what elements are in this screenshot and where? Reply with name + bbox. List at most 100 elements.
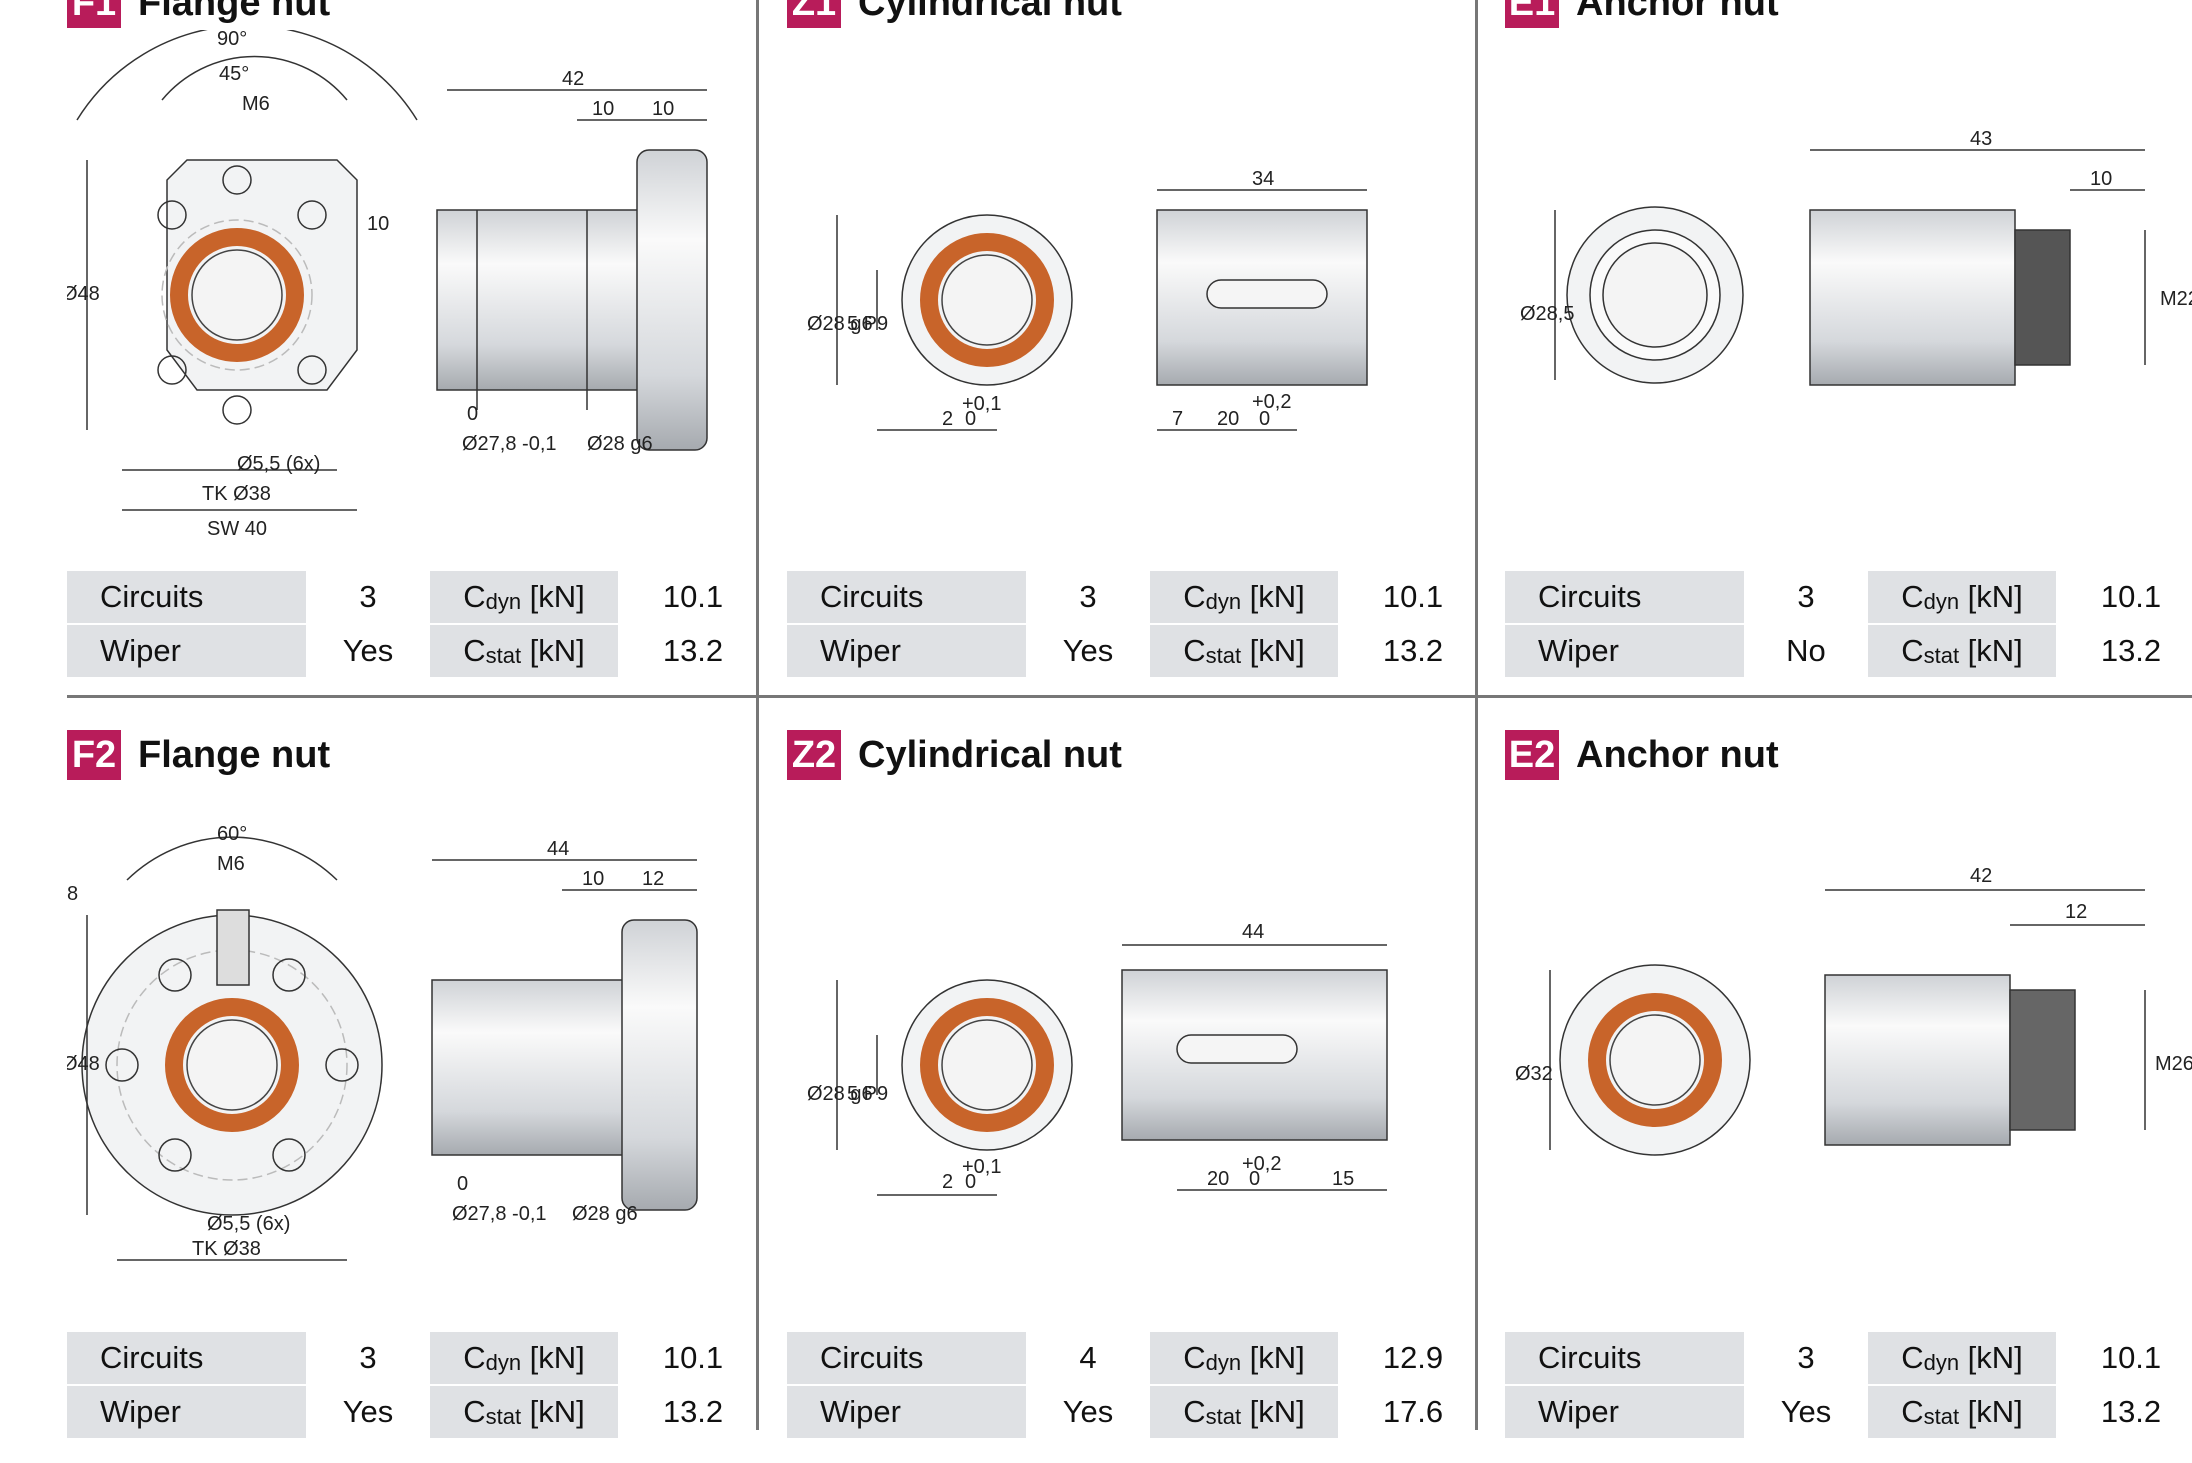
technical-drawing: 44 Ø28 g6 5 P9 +0,1 2 0 +0,2 20 0 15 [787,810,1517,1330]
drawing-svg: 90° 45° M6 10 Ø48 Ø5,5 (6x) TK Ø38 SW 40… [67,30,708,540]
circuits-value: 3 [1079,579,1097,614]
product-code-badge: Z1 [787,0,841,28]
product-title: Cylindrical nut [858,733,1122,776]
c-subscript: stat [485,1404,522,1429]
drawing-svg: 44 Ø28 g6 5 P9 +0,1 2 0 +0,2 20 0 15 [807,921,1388,1196]
dim-label: 0 [1259,408,1270,430]
c-subscript: stat [1205,1404,1242,1429]
dim-label: 0 [457,1173,468,1195]
dim-label: Ø27,8 -0,1 [462,433,557,455]
product-cell-z2: Z2 Cylindrical nut [787,700,1517,1438]
dim-label: Ø27,8 -0,1 [452,1203,547,1225]
table-row: Circuits 3 Cdyn [kN] 10.1 [1505,1332,2192,1384]
circuits-value: 3 [359,1340,377,1375]
dim-label: Ø5,5 (6x) [207,1213,290,1235]
dim-label: 2 [942,1171,953,1193]
seal-ring [165,998,299,1132]
c-unit: [kN] [1241,1340,1305,1375]
table-row: Wiper Yes Cstat [kN] 17.6 [787,1386,1488,1438]
c-unit: [kN] [1241,633,1305,668]
product-title: Flange nut [138,0,331,24]
c-subscript: dyn [1205,1350,1242,1375]
c-unit: [kN] [1241,579,1305,614]
table-row: Circuits 3 Cdyn [kN] 10.1 [787,571,1488,623]
dim-label: 42 [562,68,584,90]
dim-label: 0 [1249,1168,1260,1190]
dim-label: TK Ø38 [192,1238,261,1260]
product-heading: F1 Flange nut [67,0,330,28]
table-row: Circuits 3 Cdyn [kN] 10.1 [67,1332,768,1384]
c-letter: C [463,579,486,614]
c-unit: [kN] [521,1340,585,1375]
spec-table: Circuits 4 Cdyn [kN] 12.9 Wiper Yes Csta… [787,1330,1488,1440]
drawing-svg: 60° M6 8 Ø48 Ø5,5 (6x) TK Ø38 44 10 12 0… [67,823,698,1261]
cdyn-value: 10.1 [1382,579,1444,614]
dim-label: 10 [2090,168,2112,190]
c-unit: [kN] [521,1394,585,1429]
product-heading: E1 Anchor nut [1505,0,1779,28]
product-title: Cylindrical nut [858,0,1122,24]
c-unit: [kN] [1241,1394,1305,1429]
dim-label: 90° [217,30,247,50]
wiper-label: Wiper [787,625,1026,677]
cstat-value: 13.2 [662,1394,724,1429]
cdyn-label: Cdyn [kN] [430,571,618,623]
dim-label: Ø28,5 [1520,303,1574,325]
c-letter: C [1183,633,1206,668]
circuits-value: 3 [1797,1340,1815,1375]
product-code-badge: E2 [1505,730,1559,780]
product-code-badge: F1 [67,0,121,28]
dim-label: +0,1 [962,1156,1001,1178]
dim-label: 10 [652,98,674,120]
spec-table: Circuits 3 Cdyn [kN] 10.1 Wiper Yes Csta… [67,1330,768,1440]
cstat-value: 13.2 [2100,1394,2162,1429]
seal-ring [920,998,1054,1132]
c-letter: C [1183,579,1206,614]
table-row: Wiper Yes Cstat [kN] 13.2 [787,625,1488,677]
dim-label: 12 [2065,901,2087,923]
cdyn-label: Cdyn [kN] [1150,1332,1338,1384]
product-code-badge: Z2 [787,730,841,780]
c-subscript: dyn [485,589,522,614]
cdyn-value: 10.1 [662,1340,724,1375]
technical-drawing: 42 12 Ø32 M26x1,5 [1505,810,2192,1330]
c-subscript: stat [1923,643,1960,668]
dim-label: 10 [592,98,614,120]
circuits-value: 4 [1079,1340,1097,1375]
circuits-label: Circuits [787,571,1026,623]
cstat-value: 17.6 [1382,1394,1444,1429]
dim-label: 5 P9 [847,1083,888,1105]
technical-drawing: 43 10 Ø28,5 M22x1 [1505,30,2192,550]
table-row: Circuits 3 Cdyn [kN] 10.1 [67,571,768,623]
wiper-value: Yes [1062,1394,1114,1429]
drawing-svg: 42 12 Ø32 M26x1,5 [1515,865,2192,1156]
cdyn-label: Cdyn [kN] [1150,571,1338,623]
table-row: Wiper Yes Cstat [kN] 13.2 [67,625,768,677]
c-subscript: stat [1205,643,1242,668]
circuits-label: Circuits [1505,1332,1744,1384]
circuits-label: Circuits [1505,571,1744,623]
column-divider-2 [1475,0,1478,1430]
dim-label: Ø28 g6 [572,1203,638,1225]
cstat-label: Cstat [kN] [1150,625,1338,677]
dim-label: 45° [219,63,249,85]
c-subscript: dyn [1205,589,1242,614]
cstat-label: Cstat [kN] [1150,1386,1338,1438]
wiper-label: Wiper [787,1386,1026,1438]
dim-label: 20 [1217,408,1239,430]
dim-label: 0 [965,1171,976,1193]
circuits-label: Circuits [787,1332,1026,1384]
cstat-value: 13.2 [2100,633,2162,668]
seal-ring [170,228,304,362]
dim-label: 42 [1970,865,1992,887]
technical-drawing: 34 Ø28 g6 5 P9 +0,1 2 0 7 +0,2 20 0 [787,30,1517,550]
dim-label: 2 [942,408,953,430]
dim-label: 43 [1970,128,1992,150]
product-heading: Z1 Cylindrical nut [787,0,1122,28]
spec-table: Circuits 3 Cdyn [kN] 10.1 Wiper No Cstat… [1505,569,2192,679]
dim-label: Ø28 g6 [807,313,873,335]
wiper-label: Wiper [67,625,306,677]
circuits-label: Circuits [67,1332,306,1384]
table-row: Wiper No Cstat [kN] 13.2 [1505,625,2192,677]
product-heading: F2 Flange nut [67,730,330,780]
